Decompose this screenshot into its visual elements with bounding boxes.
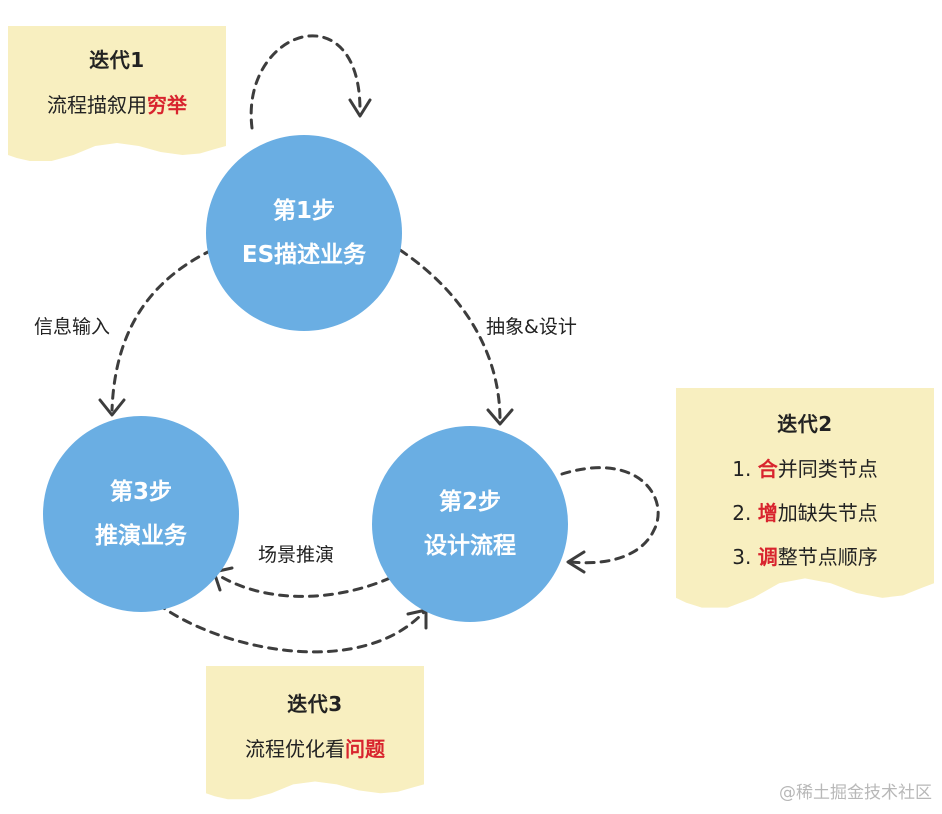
note-iteration-1-text: 流程描叙用穷举 xyxy=(18,91,216,119)
note-item-prefix: 3. xyxy=(732,545,758,569)
note-iteration-3-text: 流程优化看问题 xyxy=(216,735,414,763)
step-3-label: 推演业务 xyxy=(95,523,187,549)
note-iteration-1-prefix: 流程描叙用 xyxy=(47,93,147,117)
arrow-step3-to-step2 xyxy=(156,602,426,654)
note-iteration-3-title: 迭代3 xyxy=(287,692,343,716)
step-3-circle: 第3步 推演业务 xyxy=(43,416,239,612)
note-item-prefix: 2. xyxy=(732,501,758,525)
note-item-highlight: 合 xyxy=(757,457,778,481)
arrow-step3-to-step2-head xyxy=(406,608,428,630)
step-2-number: 第2步 xyxy=(438,489,501,515)
step-1-label: ES描述业务 xyxy=(241,242,367,268)
note-iteration-3-prefix: 流程优化看 xyxy=(245,737,345,761)
step-2-circle: 第2步 设计流程 xyxy=(372,426,568,622)
note-item-prefix: 1. xyxy=(732,457,758,481)
note-iteration-2-item: 1. 合并同类节点 xyxy=(686,455,924,483)
note-iteration-1-title: 迭代1 xyxy=(89,48,145,72)
arrow-step1-to-step2 xyxy=(398,248,502,422)
note-iteration-1-highlight: 穷举 xyxy=(147,93,187,117)
note-item-rest: 整节点顺序 xyxy=(777,545,878,569)
edge-label-abstract-design: 抽象&设计 xyxy=(486,316,577,338)
loop-arrow-step-1-head xyxy=(348,98,372,118)
note-iteration-3-highlight: 问题 xyxy=(345,737,385,761)
loop-arrow-step-2 xyxy=(560,466,660,565)
step-1-number: 第1步 xyxy=(272,198,335,224)
note-item-rest: 并同类节点 xyxy=(777,457,878,481)
edge-label-info-input: 信息输入 xyxy=(34,316,111,338)
edge-label-scene-deduction: 场景推演 xyxy=(258,544,335,566)
step-1-circle: 第1步 ES描述业务 xyxy=(206,135,402,331)
step-3-number: 第3步 xyxy=(109,479,172,505)
watermark: @稀土掘金技术社区 xyxy=(779,783,932,803)
note-item-highlight: 增 xyxy=(757,501,778,525)
step-2-label: 设计流程 xyxy=(424,533,516,559)
arrow-step1-to-step3 xyxy=(110,248,214,412)
note-iteration-3: 迭代3 流程优化看问题 xyxy=(206,666,424,800)
note-iteration-2-title: 迭代2 xyxy=(777,412,833,436)
arrow-step1-to-step2-head xyxy=(486,408,514,426)
loop-arrow-step-2-head xyxy=(566,550,586,574)
note-iteration-2-item: 3. 调整节点顺序 xyxy=(686,543,924,571)
note-iteration-1: 迭代1 流程描叙用穷举 xyxy=(8,26,226,161)
arrow-step2-to-step3 xyxy=(216,573,392,598)
note-item-rest: 加缺失节点 xyxy=(777,501,878,525)
loop-arrow-step-1 xyxy=(249,34,362,130)
arrow-step1-to-step3-head xyxy=(98,398,126,417)
note-item-highlight: 调 xyxy=(757,545,778,569)
note-iteration-2-item: 2. 增加缺失节点 xyxy=(686,499,924,527)
note-iteration-2: 迭代2 1. 合并同类节点 2. 增加缺失节点 3. 调整节点顺序 xyxy=(676,388,934,608)
